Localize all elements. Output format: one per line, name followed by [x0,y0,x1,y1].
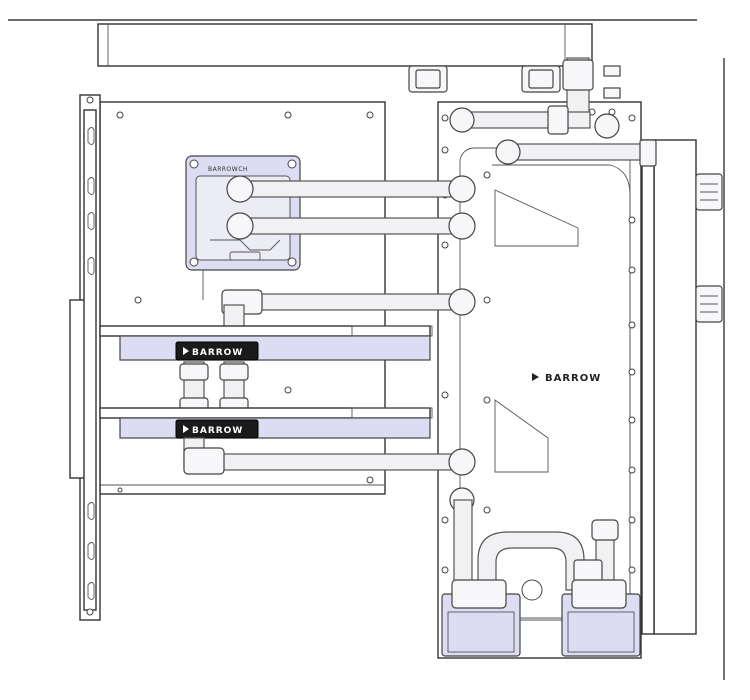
gpu-return-tube [183,437,476,476]
pump-right [561,579,641,657]
cpu-block-brand: BARROWCH [208,166,248,173]
distro-plate-brand: BARROW [545,373,601,384]
gpu-bridge-bottom-brand: BARROW [192,426,243,436]
pci-slot-rail [69,94,101,621]
pump-loop-tubes [449,487,619,591]
gpu-card-top: BARROW [99,325,433,361]
top-psu-bracket [97,23,593,67]
cpu-tubes [226,175,476,240]
gpu-bridge-top-brand: BARROW [192,348,243,358]
side-radiator [641,139,723,635]
pump-left [441,579,521,657]
gpu-card-bottom: BARROW [99,407,433,439]
tube-top-radiator-link [449,57,657,167]
top-mount-clips [408,65,621,99]
